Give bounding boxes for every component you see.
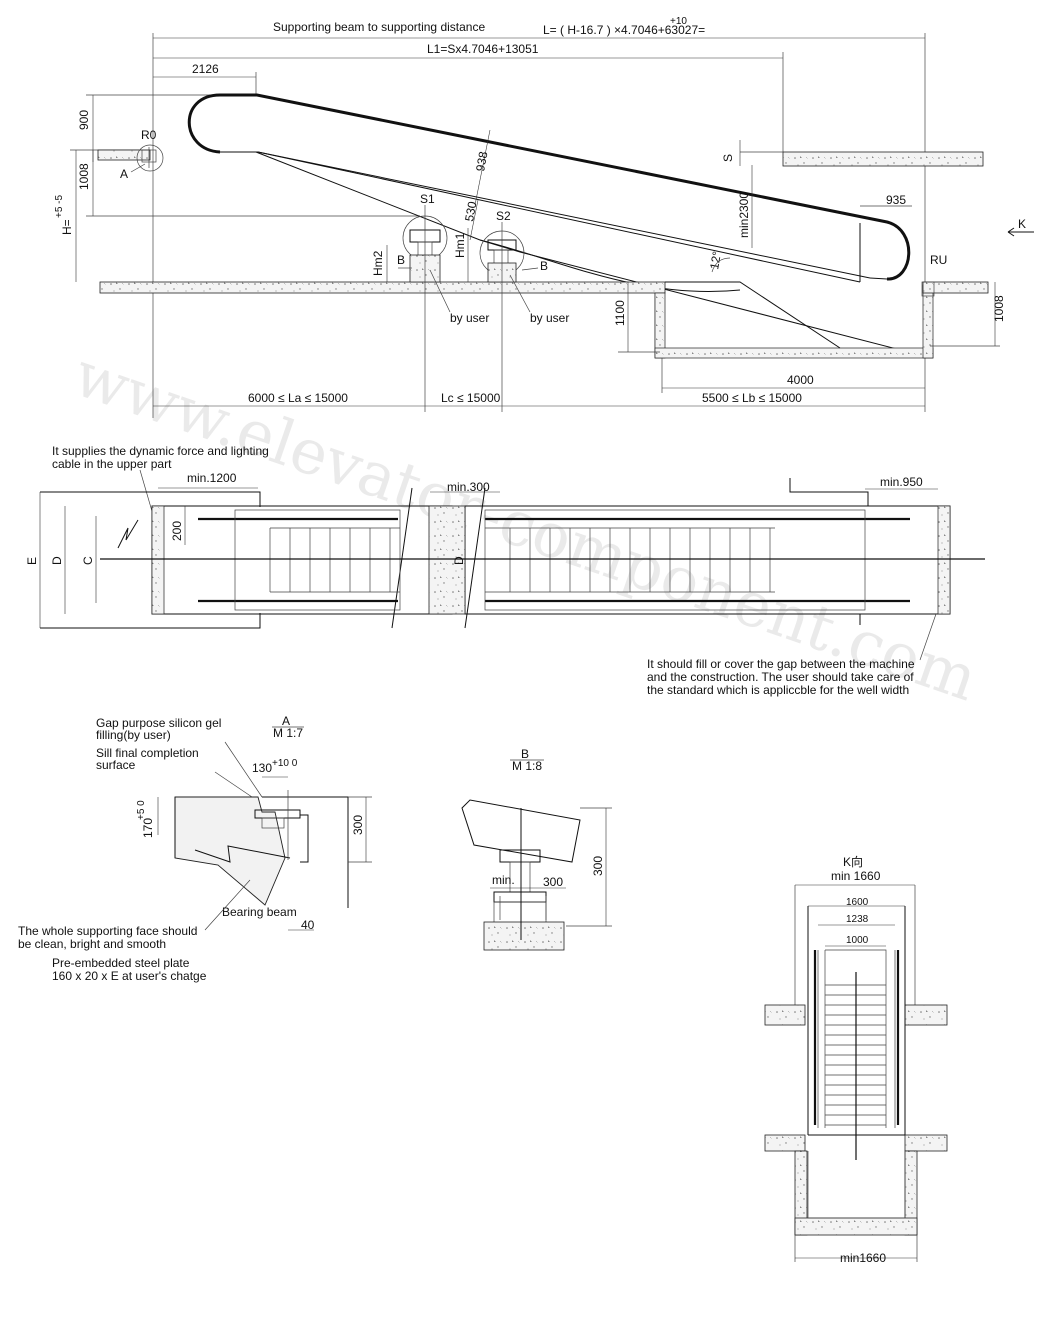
plan-note-bottom-line3: the standard which is appliccble for the… — [647, 683, 909, 697]
dim-H-tolerance: +5 -5 — [54, 194, 65, 218]
label-D-2: D — [452, 556, 466, 565]
label-S1: S1 — [420, 192, 435, 206]
dim-min1200: min.1200 — [187, 471, 237, 485]
detail-A-title: A — [282, 714, 290, 728]
note-support-line2: be clean, bright and smooth — [18, 937, 166, 951]
formula-L: L= ( H-16.7 ) ×4.7046+63027= — [543, 23, 705, 37]
dim-170: 170 — [141, 818, 155, 838]
label-B-1: B — [397, 253, 405, 267]
k-view-title: K向 — [843, 854, 863, 869]
k-view-dim-top: min 1660 — [831, 869, 881, 883]
plan-note-top-line2: cable in the upper part — [52, 457, 172, 471]
dim-200: 200 — [170, 521, 184, 541]
note-support-line1: The whole supporting face should — [18, 924, 197, 938]
note-gap-line2: filling(by user) — [96, 728, 171, 742]
label-Hm1: Hm1 — [453, 232, 467, 258]
note-gap-line1: Gap purpose silicon gel — [96, 716, 221, 730]
label-S2: S2 — [496, 209, 511, 223]
detail-B: B M 1:8 300 min. 300 — [461, 747, 612, 951]
k-view-dim-1238: 1238 — [846, 914, 869, 925]
detail-A-dim-300: 300 — [351, 815, 365, 835]
note-sill-line1: Sill final completion — [96, 746, 199, 760]
label-Hm2: Hm2 — [371, 250, 385, 276]
dim-938: 938 — [473, 150, 490, 172]
label-S: S — [721, 154, 735, 162]
plan-note-bottom-line1: It should fill or cover the gap between … — [647, 657, 915, 671]
note-plate-line2: 160 x 20 x E at user's chatge — [52, 969, 207, 983]
note-sill-line2: surface — [96, 758, 136, 772]
k-view-dim-1600: 1600 — [846, 897, 869, 908]
label-R0: R0 — [141, 128, 157, 142]
plan-view: It supplies the dynamic force and lighti… — [25, 444, 985, 697]
plan-note-top-line1: It supplies the dynamic force and lighti… — [52, 444, 269, 458]
label-RU: RU — [930, 253, 947, 267]
dim-900: 900 — [77, 110, 91, 130]
label-E: E — [25, 557, 39, 565]
dim-2126: 2126 — [192, 62, 219, 76]
k-view-dim-1000: 1000 — [846, 935, 869, 946]
detail-A: A M 1:7 Gap purpose silicon gel filling(… — [18, 714, 372, 983]
dim-130-tolerance: +10 0 — [272, 758, 298, 769]
label-B-2: B — [540, 259, 548, 273]
escalator-handrail — [187, 93, 911, 281]
dim-H: H= — [60, 219, 74, 235]
detail-B-scale: M 1:8 — [512, 759, 542, 773]
formula-L1: L1=Sx4.7046+13051 — [427, 42, 539, 56]
plan-note-bottom-line2: and the construction. The user should ta… — [647, 670, 914, 684]
k-view-dim-bottom: min1660 — [840, 1251, 886, 1265]
detail-A-scale: M 1:7 — [273, 726, 303, 740]
side-view: Supporting beam to supporting distance L… — [54, 16, 1034, 418]
dim-530: 530 — [462, 200, 479, 222]
dim-130: 130 — [252, 761, 272, 775]
dim-min2300: min2300 — [737, 192, 751, 238]
by-user-1: by user — [450, 311, 489, 325]
range-Lc: Lc ≤ 15000 — [441, 391, 501, 405]
detail-B-dim-300-h: 300 — [543, 875, 563, 889]
dim-min950: min.950 — [880, 475, 923, 489]
dim-min300: min.300 — [447, 480, 490, 494]
note-plate-line1: Pre-embedded steel plate — [52, 956, 190, 970]
formula-L-tolerance: +10 — [670, 16, 687, 27]
label-bearing-beam: Bearing beam — [222, 905, 297, 919]
k-view: K向 min 1660 1600 1238 1000 — [764, 854, 948, 1265]
dim-40: 40 — [301, 918, 315, 932]
by-user-2: by user — [530, 311, 569, 325]
dim-170-tolerance: +5 0 — [136, 800, 147, 820]
label-D: D — [50, 556, 64, 565]
dim-1008-left: 1008 — [77, 163, 91, 190]
dim-4000: 4000 — [787, 373, 814, 387]
dim-1100: 1100 — [613, 300, 627, 326]
dim-935: 935 — [886, 193, 906, 207]
detail-B-dim-300-v: 300 — [591, 856, 605, 876]
range-Lb: 5500 ≤ Lb ≤ 15000 — [702, 391, 802, 405]
plan-steps — [269, 527, 775, 593]
range-La: 6000 ≤ La ≤ 15000 — [248, 391, 348, 405]
label-K: K — [1018, 217, 1026, 231]
dim-1008-right: 1008 — [992, 295, 1006, 322]
detail-B-title: B — [521, 747, 529, 761]
label-C: C — [81, 556, 95, 565]
angle-12: 12° — [707, 250, 724, 270]
label-A: A — [120, 167, 128, 181]
supporting-distance-title: Supporting beam to supporting distance — [273, 20, 485, 34]
detail-B-dim-min: min. — [492, 873, 515, 887]
